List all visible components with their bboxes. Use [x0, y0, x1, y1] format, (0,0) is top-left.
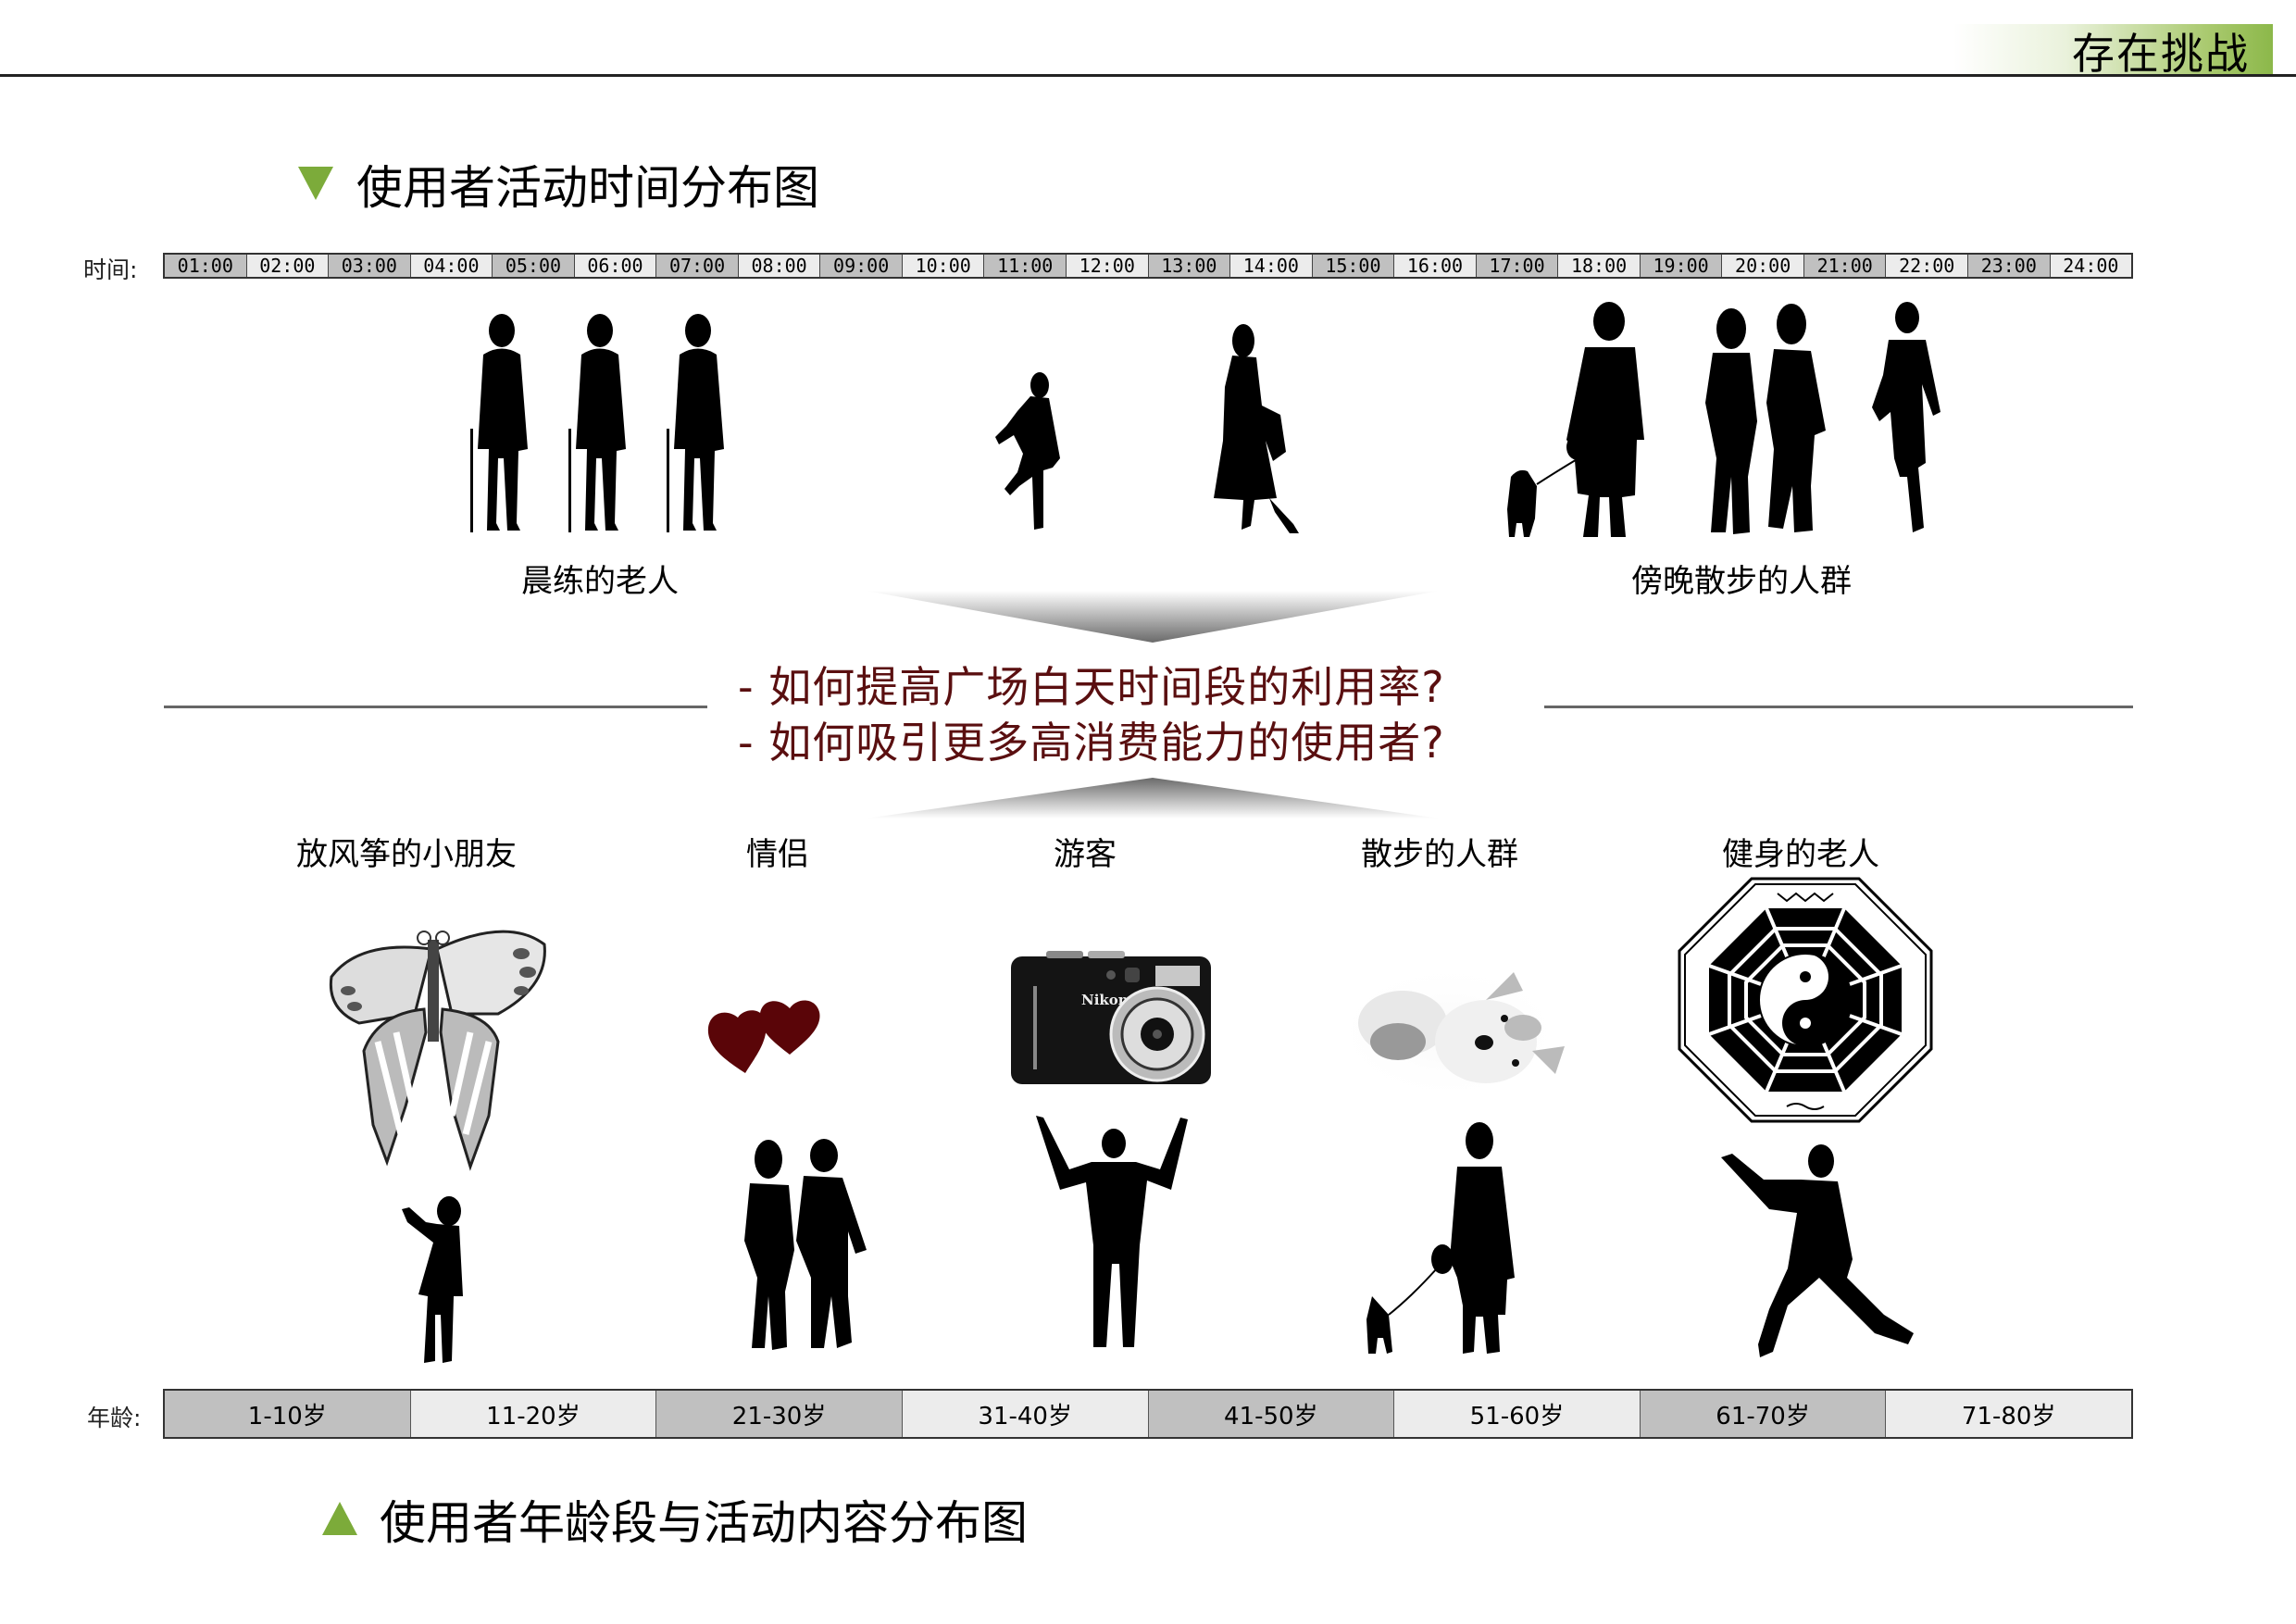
- time-cell: 04:00: [410, 255, 493, 277]
- age-row-label: 年龄:: [87, 1405, 142, 1431]
- divider-left: [164, 706, 707, 708]
- caption-kite-kids: 放风筝的小朋友: [296, 836, 517, 873]
- time-cell: 18:00: [1558, 255, 1641, 277]
- age-cell: 41-50岁: [1148, 1391, 1395, 1437]
- time-cell: 24:00: [2050, 255, 2132, 277]
- section-tag: 存在挑战: [2072, 29, 2250, 79]
- time-cell: 01:00: [165, 255, 247, 277]
- girl-with-toy-silhouette: [986, 370, 1069, 537]
- time-cell: 16:00: [1394, 255, 1477, 277]
- triangle-up-icon: [322, 1502, 357, 1535]
- time-chart-heading: 使用者活动时间分布图: [356, 161, 819, 215]
- time-cell: 07:00: [656, 255, 739, 277]
- age-cell: 31-40岁: [902, 1391, 1149, 1437]
- age-cell: 11-20岁: [410, 1391, 657, 1437]
- time-cell: 08:00: [738, 255, 821, 277]
- section-tag-band: [1953, 24, 2273, 75]
- question-1: - 如何提高广场白天时间段的利用率?: [738, 662, 1445, 712]
- time-cell: 21:00: [1803, 255, 1887, 277]
- time-cell: 17:00: [1476, 255, 1559, 277]
- arms-raised-man-silhouette: [1036, 1116, 1188, 1347]
- age-cell: 1-10岁: [165, 1391, 411, 1437]
- time-cell: 20:00: [1722, 255, 1804, 277]
- time-cell: 06:00: [574, 255, 657, 277]
- time-cell: 22:00: [1886, 255, 1969, 277]
- age-cell: 21-30岁: [656, 1391, 903, 1437]
- time-cell: 14:00: [1230, 255, 1313, 277]
- caption-evening-walkers: 傍晚散步的人群: [1631, 563, 1852, 600]
- caption-couples: 情侣: [746, 836, 809, 873]
- caption-walkers: 散步的人群: [1361, 836, 1518, 873]
- woman-with-handbag-silhouette: [1208, 322, 1310, 535]
- time-cell: 12:00: [1067, 255, 1149, 277]
- butterfly-kite-icon: [329, 930, 546, 1171]
- camera-icon: Nikon: [1011, 951, 1211, 1084]
- time-cell: 15:00: [1312, 255, 1395, 277]
- child-reaching-silhouette: [402, 1196, 463, 1363]
- age-cell: 51-60岁: [1394, 1391, 1641, 1437]
- triangle-down-icon: [298, 167, 333, 200]
- divider-right: [1544, 706, 2133, 708]
- time-row-label: 时间:: [83, 256, 138, 283]
- time-cell: 23:00: [1968, 255, 2051, 277]
- bagua-yinyang-icon: [1678, 877, 1933, 1123]
- elderly-with-cane-silhouette: [470, 314, 724, 532]
- age-cell: 61-70岁: [1640, 1391, 1887, 1437]
- svg-text:Nikon: Nikon: [1081, 992, 1129, 1008]
- funnel-top-shape: [866, 591, 1440, 643]
- age-chart-heading: 使用者年龄段与活动内容分布图: [380, 1496, 1028, 1550]
- caption-tourists: 游客: [1054, 836, 1117, 873]
- time-cell: 19:00: [1640, 255, 1723, 277]
- evening-walkers-group: [1500, 301, 1953, 542]
- couple-silhouette: [744, 1139, 867, 1350]
- funnel-bottom-shape: [866, 778, 1440, 818]
- time-cell: 10:00: [902, 255, 985, 277]
- time-cell: 13:00: [1148, 255, 1231, 277]
- man-walking-dog-silhouette: [1366, 1122, 1515, 1354]
- question-2: - 如何吸引更多高消费能力的使用者?: [738, 718, 1445, 768]
- time-cell: 03:00: [329, 255, 411, 277]
- tai-chi-silhouette: [1721, 1144, 1914, 1357]
- time-cell: 11:00: [984, 255, 1067, 277]
- time-cell: 09:00: [820, 255, 903, 277]
- hearts-icon: [707, 1000, 820, 1073]
- caption-fitness-elderly: 健身的老人: [1722, 836, 1879, 873]
- age-cell: 71-80岁: [1886, 1391, 2131, 1437]
- elderly-group: [463, 310, 768, 537]
- puppy-icon: [1347, 972, 1565, 1093]
- caption-morning-elderly: 晨练的老人: [521, 563, 679, 600]
- header-divider: [0, 74, 2296, 77]
- time-cell: 05:00: [493, 255, 575, 277]
- time-cell: 02:00: [246, 255, 330, 277]
